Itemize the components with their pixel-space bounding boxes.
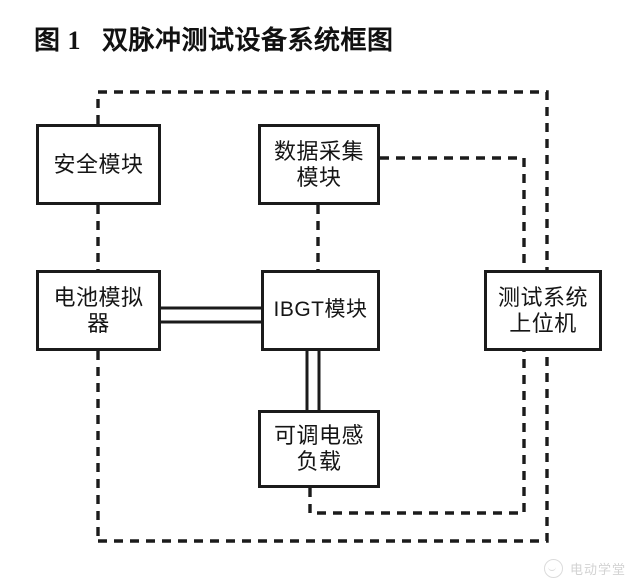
block-data-acquisition-label: 数据采集 模块 <box>273 138 364 190</box>
wire-daq-to-host <box>380 156 526 270</box>
block-data-acquisition[interactable]: 数据采集 模块 <box>258 124 380 205</box>
watermark-text: 电动学堂 <box>569 562 626 577</box>
block-battery-simulator-label: 电池模拟 器 <box>53 284 144 336</box>
block-test-system-host-computer[interactable]: 测试系统 上位机 <box>484 270 602 351</box>
block-adjustable-inductive-load[interactable]: 可调电感 负载 <box>258 410 380 488</box>
block-test-system-host-computer-label: 测试系统 上位机 <box>497 284 588 336</box>
block-igbt-module-label: IBGT模块 <box>273 298 368 322</box>
block-safety[interactable]: 安全模块 <box>36 124 161 205</box>
block-battery-simulator[interactable]: 电池模拟 器 <box>36 270 161 351</box>
block-safety-label: 安全模块 <box>53 151 144 177</box>
circle-smile-icon <box>543 559 563 578</box>
block-igbt-module[interactable]: IBGT模块 <box>261 270 380 351</box>
block-adjustable-inductive-load-label: 可调电感 负载 <box>273 423 364 474</box>
watermark: 电动学堂 <box>543 559 626 578</box>
figure-title: 图 1 双脉冲测试设备系统框图 <box>34 26 394 55</box>
